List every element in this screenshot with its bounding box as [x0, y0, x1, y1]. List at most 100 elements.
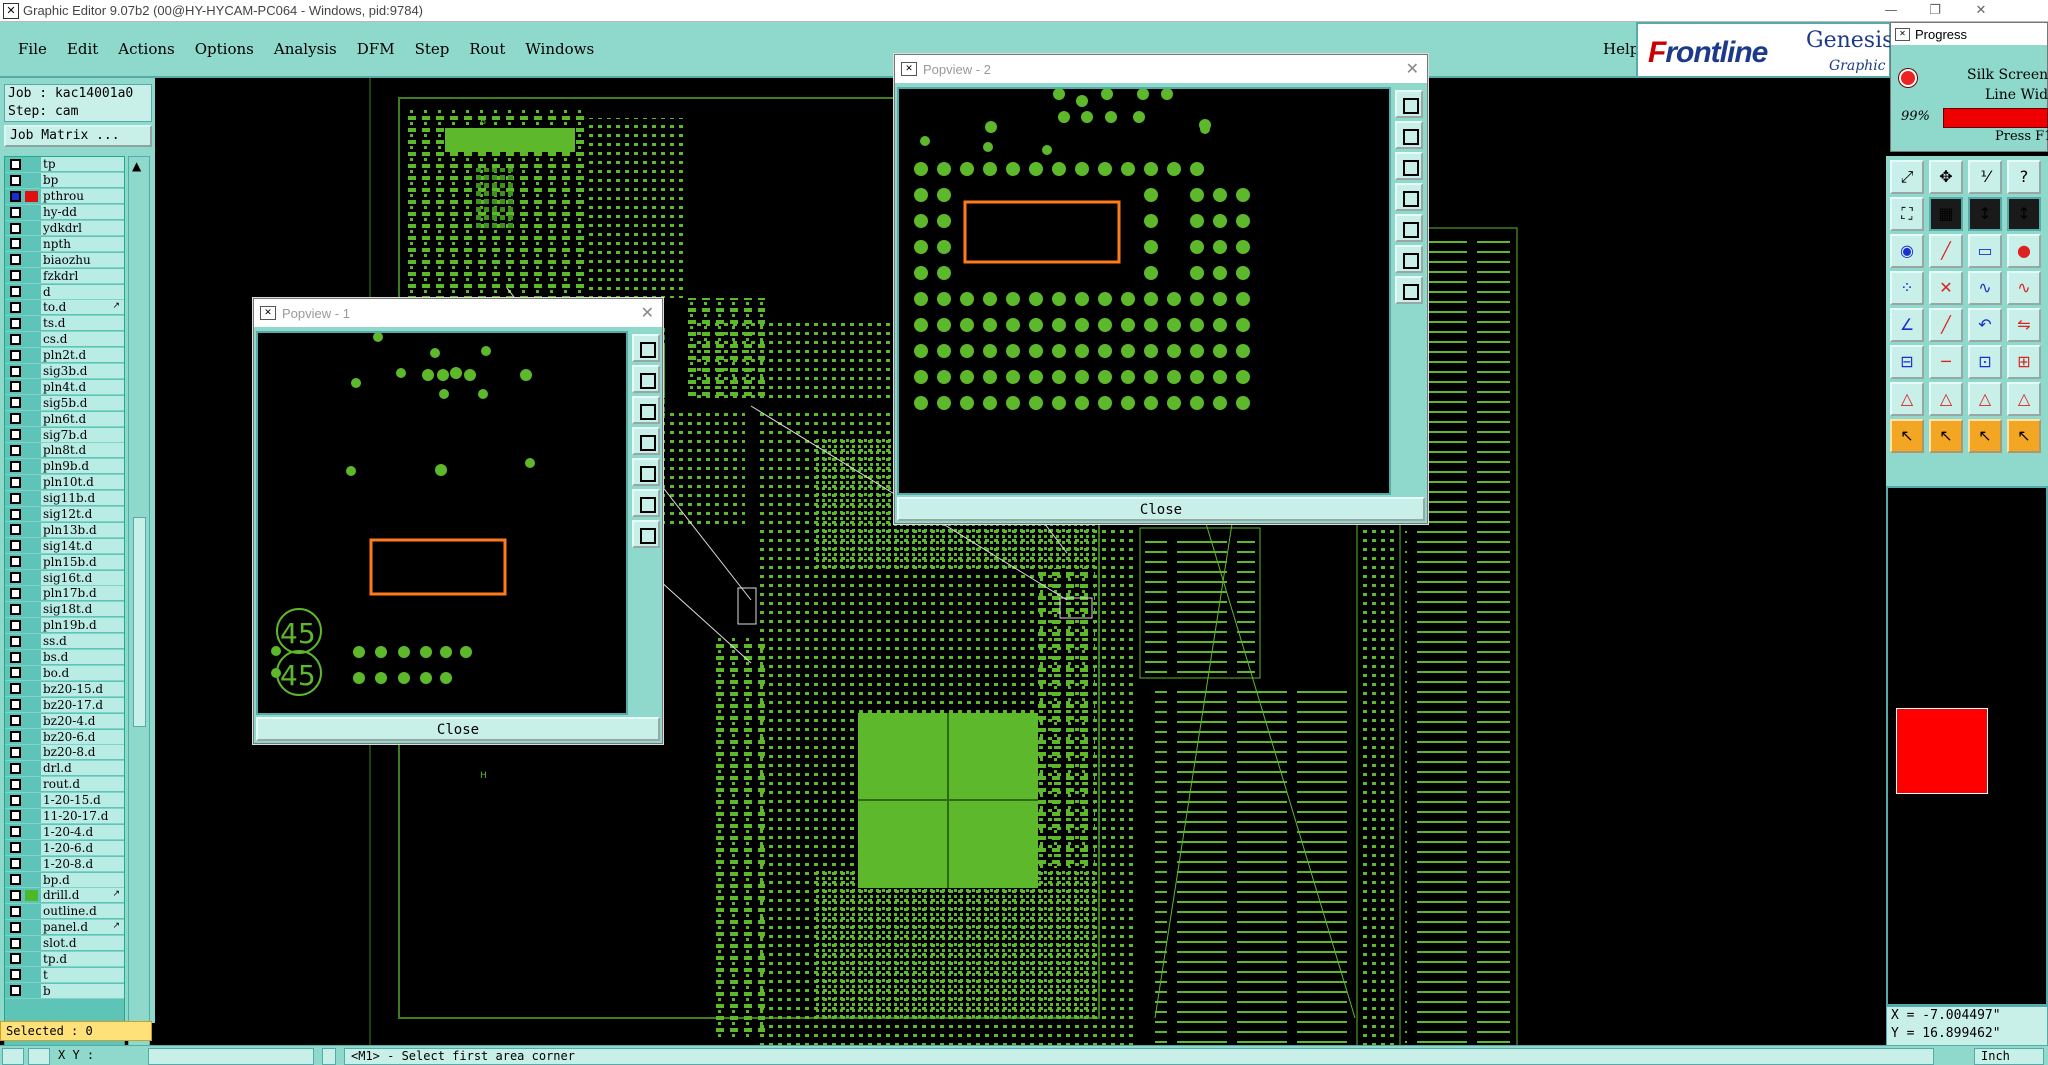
- layer-name[interactable]: sig5b.d: [41, 395, 124, 410]
- layer-row[interactable]: 1-20-6.d: [5, 840, 124, 857]
- layer-name[interactable]: ts.d: [41, 316, 124, 331]
- layer-checkbox[interactable]: [10, 540, 21, 552]
- layer-row[interactable]: biaozhu: [5, 252, 124, 269]
- zoom-fit-icon[interactable]: ⤢: [1890, 160, 1924, 194]
- layer-checkbox[interactable]: [10, 238, 21, 250]
- layer-color-swatch[interactable]: [25, 159, 38, 170]
- layer-name[interactable]: pln17b.d: [41, 586, 124, 601]
- overview-map[interactable]: [1886, 486, 2048, 1006]
- select-icon[interactable]: ◉: [1890, 234, 1924, 268]
- layer-name[interactable]: fzkdrl: [41, 268, 124, 283]
- box-icon[interactable]: ⊡: [1968, 345, 2002, 379]
- layer-row[interactable]: pln8t.d: [5, 443, 124, 459]
- layer-checkbox[interactable]: [10, 365, 21, 377]
- pan-icon[interactable]: ✥: [1929, 160, 1963, 194]
- layer-checkbox[interactable]: [10, 317, 21, 329]
- layer-row[interactable]: pln10t.d: [5, 475, 124, 491]
- layer-row[interactable]: bs.d: [5, 650, 124, 666]
- layer-checkbox[interactable]: [10, 810, 21, 822]
- zoom-out-icon[interactable]: [1395, 152, 1423, 180]
- edit-line-icon[interactable]: ╱: [1929, 234, 1963, 268]
- ratio-icon[interactable]: ⅟: [1968, 160, 2002, 194]
- layer-checkbox[interactable]: [10, 905, 21, 917]
- layer-color-swatch[interactable]: [25, 683, 38, 694]
- layer-row[interactable]: bz20-8.d: [5, 745, 124, 761]
- layer-name[interactable]: tp: [41, 157, 124, 172]
- layer-color-swatch[interactable]: [25, 318, 38, 329]
- menu-analysis[interactable]: Analysis: [273, 40, 337, 58]
- menu-help[interactable]: Help: [1603, 40, 1640, 58]
- layer-color-swatch[interactable]: [25, 207, 38, 218]
- layer-color-swatch[interactable]: [25, 826, 38, 837]
- center-icon[interactable]: [1395, 276, 1423, 304]
- layer-name[interactable]: bo.d: [41, 665, 124, 680]
- layer-color-swatch[interactable]: [25, 413, 38, 424]
- xy-input[interactable]: [148, 1048, 314, 1065]
- layer-row[interactable]: sig12t.d: [5, 507, 124, 523]
- layer-color-swatch[interactable]: [25, 842, 38, 853]
- layer-name[interactable]: pln6t.d: [41, 411, 124, 426]
- layer-name[interactable]: sig3b.d: [41, 364, 124, 379]
- layer-checkbox[interactable]: [10, 492, 21, 504]
- layer-row[interactable]: t: [5, 967, 124, 984]
- layer-row[interactable]: pln4t.d: [5, 379, 124, 396]
- layer-row[interactable]: to.d↗: [5, 300, 124, 316]
- group-icon[interactable]: ⊞: [2007, 345, 2041, 379]
- layer-color-swatch[interactable]: [25, 731, 38, 742]
- layer-color-swatch[interactable]: [25, 604, 38, 615]
- layer-row[interactable]: bz20-6.d: [5, 729, 124, 745]
- menu-windows[interactable]: Windows: [525, 40, 595, 58]
- layer-checkbox[interactable]: [10, 889, 21, 901]
- layer-color-swatch[interactable]: [25, 922, 38, 933]
- layer-color-swatch[interactable]: [25, 763, 38, 774]
- layer-checkbox[interactable]: [10, 985, 21, 997]
- menu-edit[interactable]: Edit: [66, 40, 99, 58]
- layer-row[interactable]: pln9b.d: [5, 459, 124, 475]
- layer-checkbox[interactable]: [10, 603, 21, 615]
- layer-color-swatch[interactable]: [25, 190, 38, 202]
- layer-name[interactable]: bs.d: [41, 650, 124, 665]
- layer-color-swatch[interactable]: [25, 493, 38, 504]
- layer-scrollbar[interactable]: ▲ ▼: [128, 156, 150, 1065]
- layer-name[interactable]: sig14t.d: [41, 538, 124, 553]
- triangle-c-icon[interactable]: △: [1968, 382, 2002, 416]
- layer-row[interactable]: sig18t.d: [5, 602, 124, 618]
- menu-step[interactable]: Step: [414, 40, 450, 58]
- layer-name[interactable]: ydkdrl: [41, 221, 124, 235]
- layer-checkbox[interactable]: [10, 731, 21, 742]
- layer-color-swatch[interactable]: [25, 302, 38, 313]
- popview-2-canvas[interactable]: [897, 87, 1391, 495]
- arrow-pointer-icon[interactable]: ↖: [1890, 419, 1924, 453]
- layer-checkbox[interactable]: [10, 794, 21, 806]
- menu-options[interactable]: Options: [194, 40, 254, 58]
- layer-checkbox[interactable]: [10, 158, 21, 170]
- layer-checkbox[interactable]: [10, 222, 21, 234]
- stop-icon[interactable]: [1899, 69, 1917, 87]
- layer-name[interactable]: panel.d: [41, 920, 124, 935]
- layer-checkbox[interactable]: [10, 413, 21, 425]
- layer-checkbox[interactable]: [10, 699, 21, 711]
- layer-color-swatch[interactable]: [25, 270, 38, 281]
- snap-icon[interactable]: ⛶: [1890, 197, 1924, 231]
- layer-row[interactable]: bz20-4.d: [5, 713, 124, 730]
- menu-rout[interactable]: Rout: [469, 40, 506, 58]
- layer-name[interactable]: ss.d: [41, 634, 124, 649]
- menu-file[interactable]: File: [18, 40, 47, 58]
- arrow-pointer-b-icon[interactable]: ↖: [1929, 419, 1963, 453]
- triangle-b-icon[interactable]: △: [1929, 382, 1963, 416]
- layer-name[interactable]: cs.d: [41, 332, 124, 347]
- layer-color-swatch[interactable]: [25, 779, 38, 790]
- layer-name[interactable]: hy-dd: [41, 205, 124, 220]
- layer-row[interactable]: outline.d: [5, 904, 124, 920]
- layer-name[interactable]: outline.d: [41, 904, 124, 919]
- layer-name[interactable]: 11-20-17.d: [41, 808, 124, 823]
- popview-2-close-button[interactable]: Close: [897, 497, 1425, 521]
- zoom-home-icon[interactable]: [632, 334, 660, 362]
- help-icon[interactable]: ?: [2007, 160, 2041, 194]
- layer-checkbox[interactable]: [10, 270, 21, 282]
- layer-row[interactable]: bo.d: [5, 665, 124, 682]
- pan-right-icon[interactable]: [1395, 214, 1423, 242]
- restore-icon[interactable]: ❐: [1929, 3, 1941, 18]
- layer-checkbox[interactable]: [10, 937, 21, 949]
- layer-color-swatch[interactable]: [25, 588, 38, 599]
